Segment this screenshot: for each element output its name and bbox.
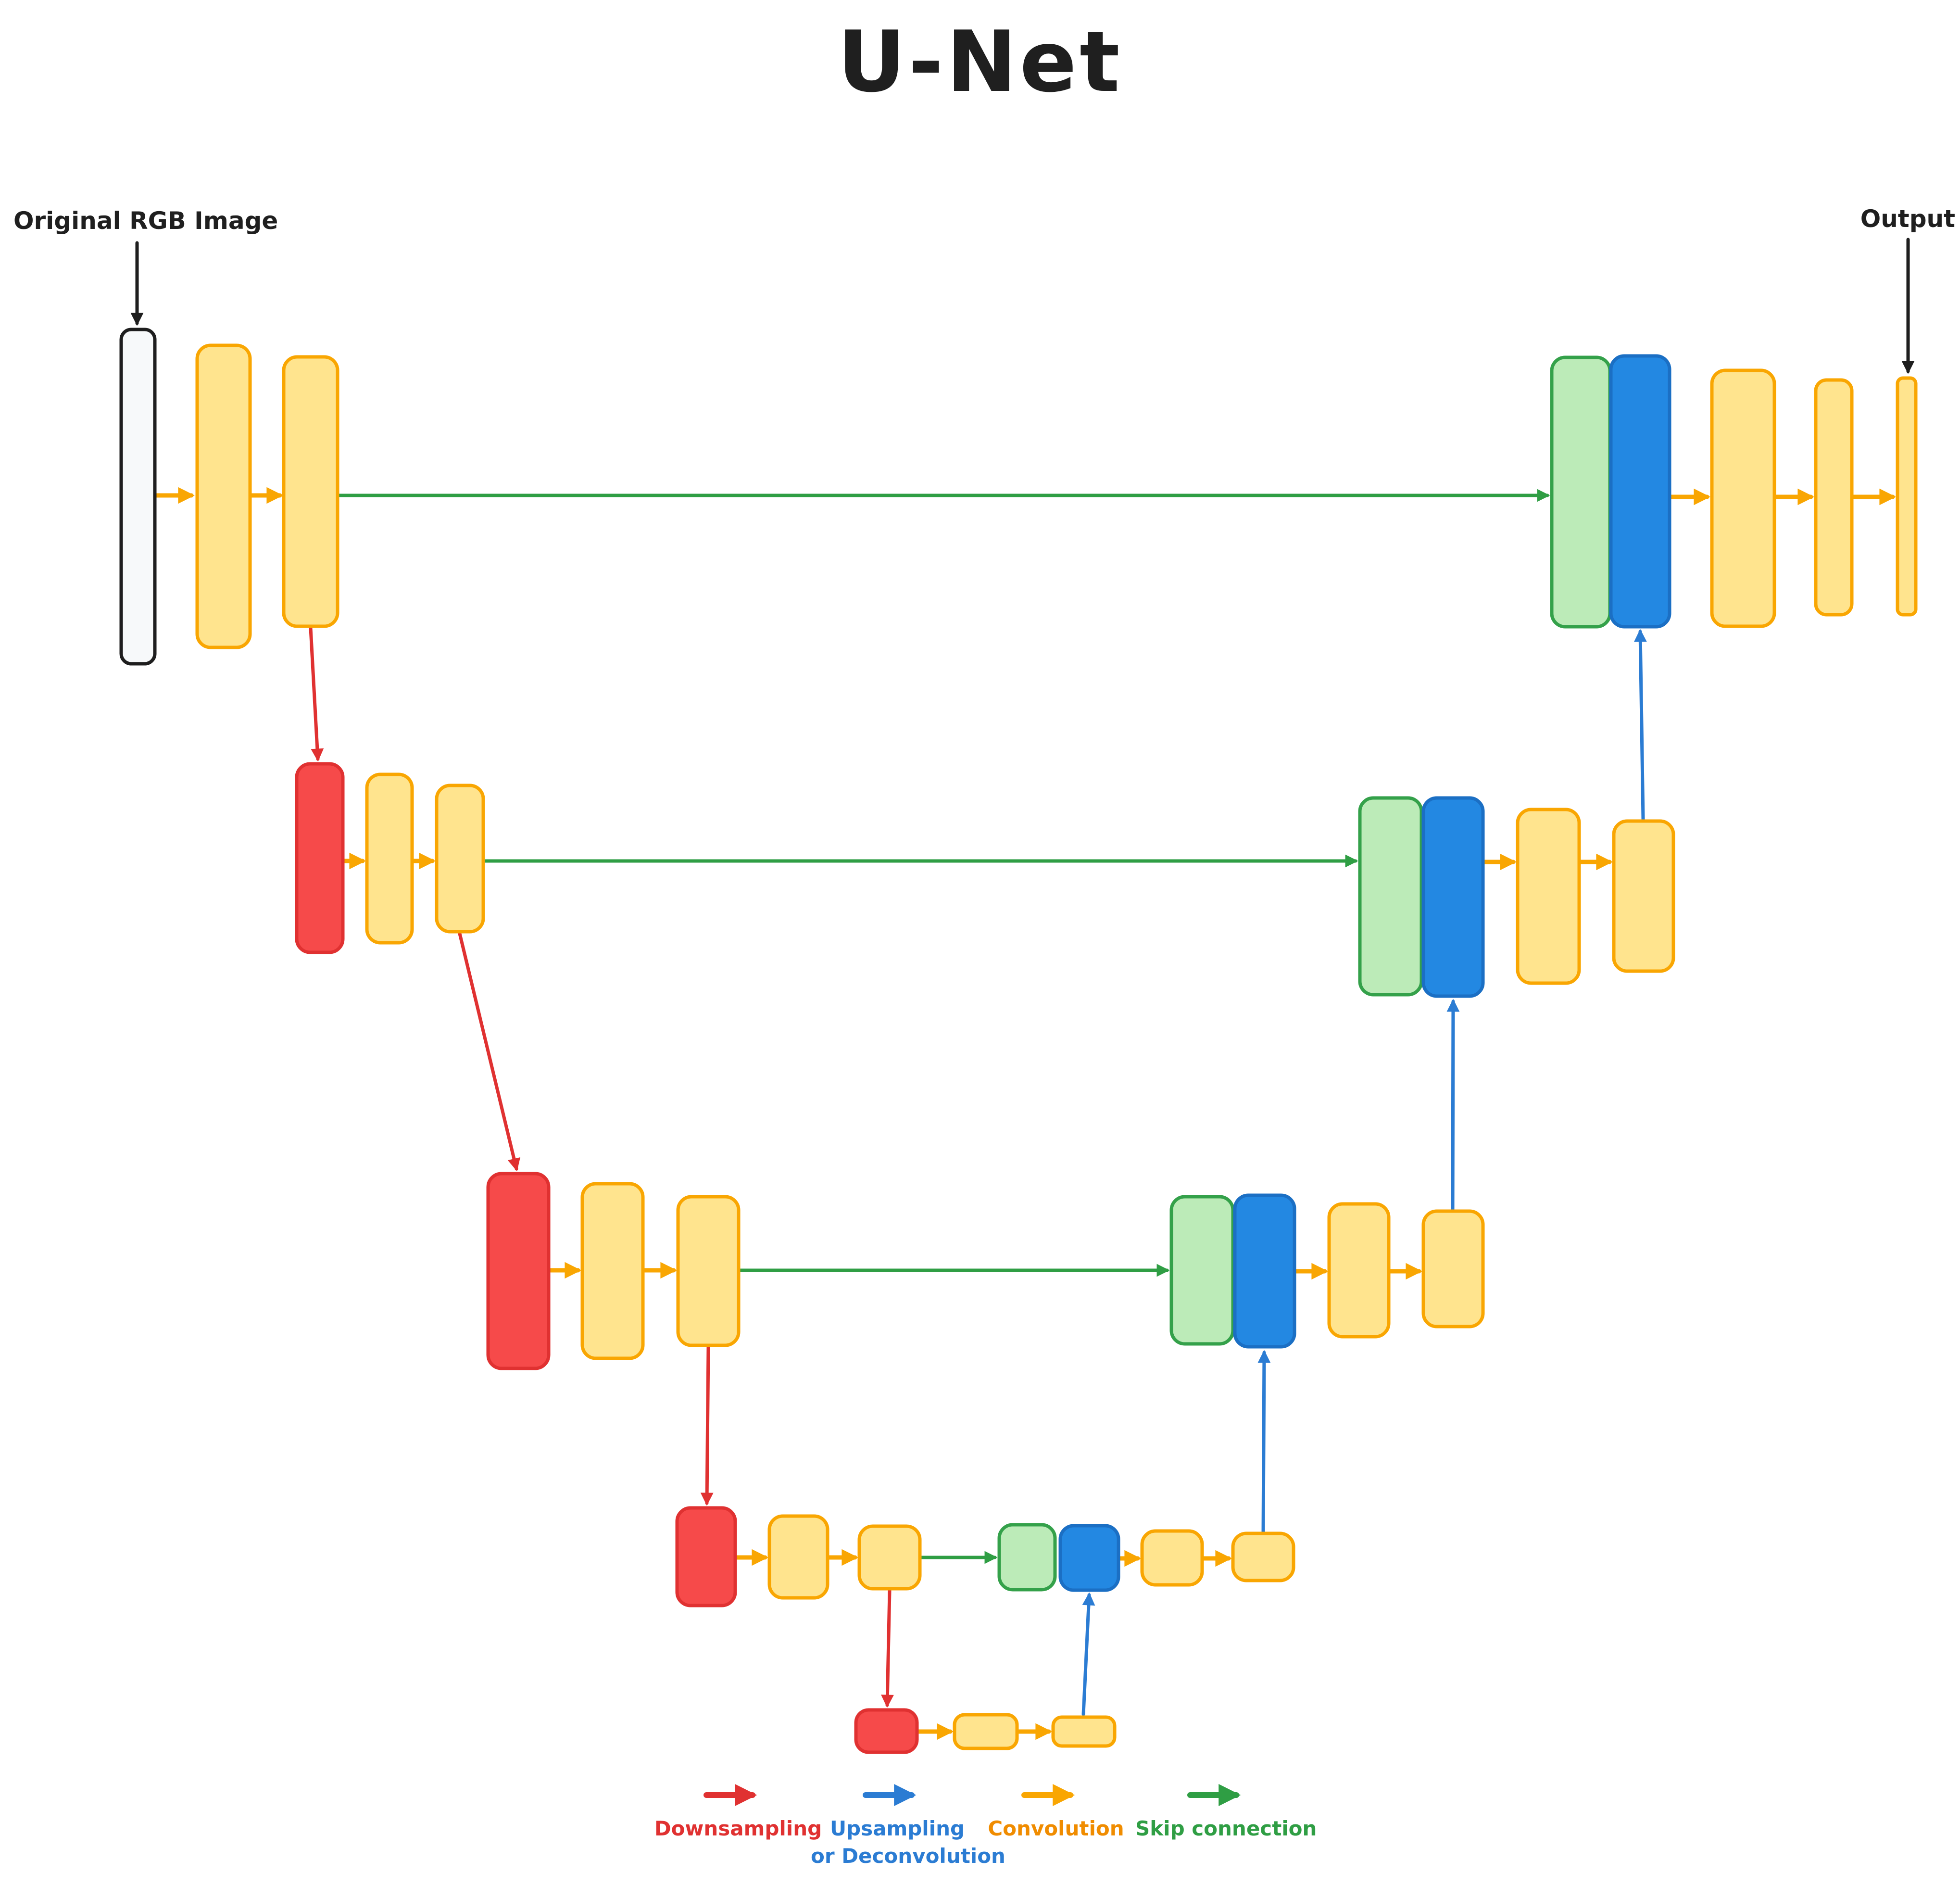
legend-item-skip-connection: Skip connection	[1135, 1781, 1317, 1843]
dec2-skip	[1358, 796, 1423, 997]
dec3-conv2	[1421, 1209, 1485, 1328]
legend-item-downsampling: Downsampling	[652, 1781, 825, 1843]
dec3-conv1	[1327, 1202, 1391, 1339]
output-label: Output	[1860, 205, 1955, 233]
enc2-pool	[295, 762, 345, 954]
enc3-conv1	[580, 1182, 645, 1360]
legend-item-upsampling: Upsampling or Deconvolution	[811, 1781, 1005, 1870]
down-connector	[881, 1589, 894, 1708]
enc4-conv2	[857, 1524, 922, 1591]
legend-label-convolution: Convolution	[988, 1817, 1124, 1840]
dec1-conv2	[1814, 378, 1854, 617]
skip-connection-arrow-icon	[1135, 1781, 1308, 1809]
dec4-upconv	[1058, 1524, 1120, 1592]
skip-legend-arrow-glyph	[1187, 1784, 1241, 1806]
legend-label-skip-connection: Skip connection	[1135, 1817, 1317, 1840]
convolution-arrow-icon	[969, 1781, 1143, 1809]
up-connector	[1081, 1592, 1095, 1716]
enc3-pool	[486, 1172, 551, 1370]
down-connector	[309, 626, 324, 762]
dec1-conv1	[1710, 368, 1776, 628]
conv-legend-arrow-glyph	[1021, 1784, 1075, 1806]
enc2-conv2	[435, 784, 485, 934]
enc1-conv2	[282, 355, 339, 628]
up-connector	[1257, 1350, 1271, 1533]
enc1-conv1	[195, 343, 252, 649]
dec2-upconv	[1421, 796, 1485, 998]
enc3-conv2	[676, 1195, 741, 1347]
up-connector	[1633, 629, 1647, 821]
downsampling-arrow-icon	[652, 1781, 825, 1809]
legend-label-upsampling-line1: Upsampling	[829, 1817, 965, 1840]
upsampling-arrow-icon	[811, 1781, 984, 1809]
legend-item-convolution: Convolution	[969, 1781, 1143, 1843]
enc2-conv1	[365, 772, 414, 945]
down-connector	[700, 1345, 714, 1506]
legend-label-downsampling: Downsampling	[654, 1817, 822, 1840]
bottleneck-conv1	[953, 1713, 1019, 1750]
dec1-skip	[1550, 355, 1612, 629]
dec4-conv2	[1231, 1531, 1295, 1582]
dec4-skip	[997, 1523, 1057, 1592]
input-image	[119, 328, 157, 666]
down-connector	[458, 932, 521, 1172]
dec2-conv1	[1516, 808, 1581, 985]
enc4-conv1	[767, 1514, 829, 1600]
dec2-conv2	[1612, 819, 1675, 973]
enc4-pool	[675, 1506, 737, 1607]
page-title: U-Net	[837, 13, 1123, 111]
dec4-conv1	[1140, 1529, 1204, 1587]
dec1-upconv	[1609, 354, 1671, 629]
up-legend-arrow-glyph	[863, 1784, 917, 1806]
bottleneck-conv2	[1051, 1715, 1117, 1748]
dec3-skip	[1169, 1195, 1235, 1346]
bottleneck-pool	[854, 1708, 919, 1754]
dec3-upconv	[1233, 1193, 1296, 1349]
down-legend-arrow-glyph	[704, 1784, 757, 1806]
input-label: Original RGB Image	[13, 207, 278, 235]
output-image	[1896, 376, 1918, 617]
legend-label-upsampling: Upsampling or Deconvolution	[811, 1815, 1005, 1870]
legend-label-upsampling-line2: or Deconvolution	[811, 1844, 1005, 1868]
